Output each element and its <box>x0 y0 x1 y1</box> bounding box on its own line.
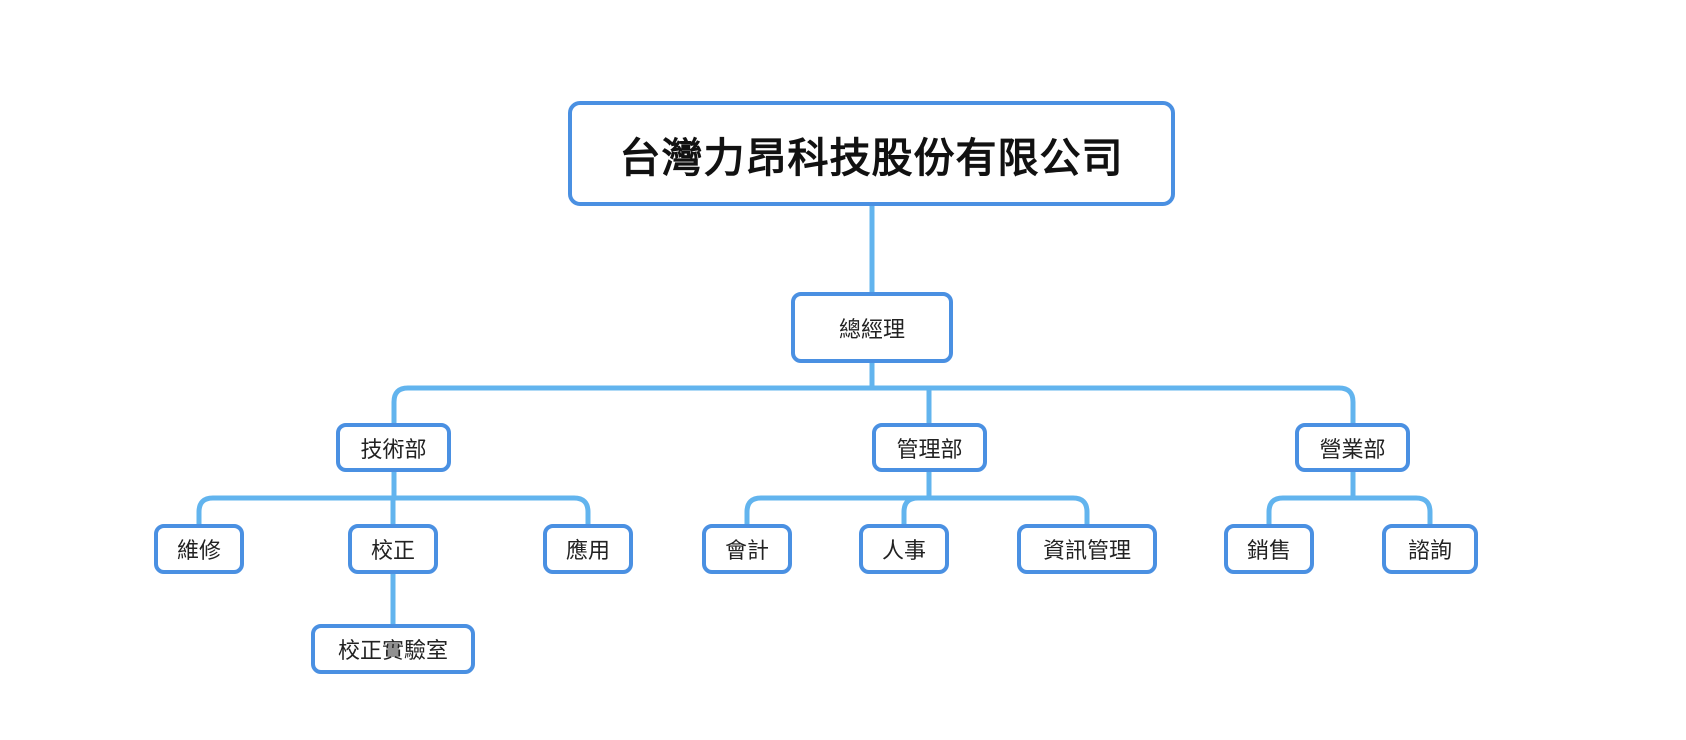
connector-sales-units <box>1266 469 1433 527</box>
connector-tech-units <box>196 469 591 527</box>
dept-admin-node: 管理部 <box>872 423 987 472</box>
general-manager-node: 總經理 <box>791 292 953 363</box>
company-node: 台灣力昂科技股份有限公司 <box>568 101 1175 206</box>
unit-calibration-lab-node: 校正實驗室 <box>311 624 475 674</box>
connector-admin-units <box>744 469 1090 527</box>
unit-consulting-node: 諮詢 <box>1382 524 1478 574</box>
dept-sales-node: 營業部 <box>1295 423 1410 472</box>
unit-accounting-node: 會計 <box>702 524 792 574</box>
unit-sales-node: 銷售 <box>1224 524 1314 574</box>
unit-application-node: 應用 <box>543 524 633 574</box>
unit-repair-node: 維修 <box>154 524 244 574</box>
unit-calibration-node: 校正 <box>348 524 438 574</box>
unit-hr-node: 人事 <box>859 524 949 574</box>
dept-tech-node: 技術部 <box>336 423 451 472</box>
connector-gm-departments <box>391 360 1356 426</box>
unit-it-management-node: 資訊管理 <box>1017 524 1157 574</box>
